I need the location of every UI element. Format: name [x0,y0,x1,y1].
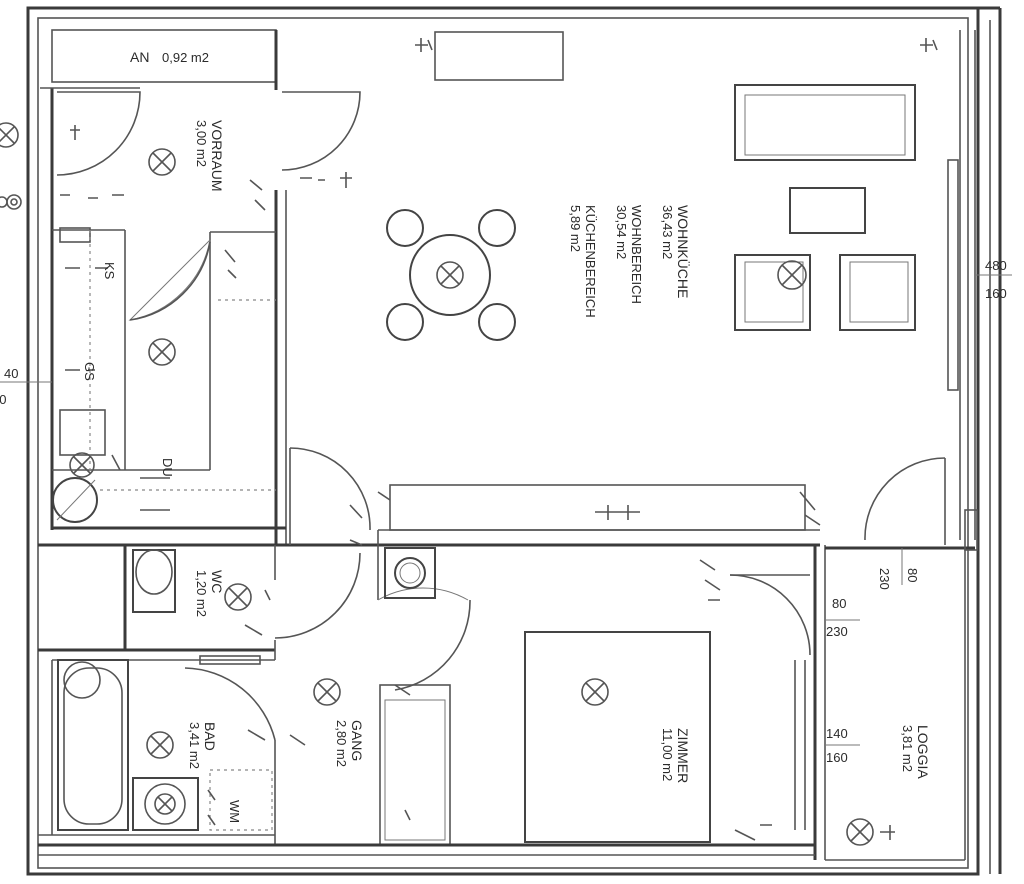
dim-zimmer-door-bottom: 230 [826,624,848,639]
ceiling-light-icon [777,260,807,290]
ceiling-light-icon [846,818,874,846]
room-bad-name: BAD [202,722,218,751]
dim-right-window-top: 480 [985,258,1007,273]
dim-left-window-top: 40 [4,366,18,381]
outdoor-light-icon [0,122,19,148]
dimension-labels: 480 160 40 60 230 80 80 230 140 160 [0,258,1012,765]
top-window [434,31,564,81]
ceiling-light-icon [436,261,464,289]
room-loggia-name: LOGGIA [915,725,931,779]
interior-walls [38,29,978,861]
ks-label: KS [102,262,117,280]
room-labels: AN 0,92 m2 VORRAUM 3,00 m2 WOHNKÜCHE 36,… [130,49,931,783]
room-gang-area: 2,80 m2 [334,720,349,767]
room-zimmer-area: 11,00 m2 [660,728,675,781]
outer-walls [26,6,1002,876]
doors [56,91,946,741]
room-an-area: 0,92 m2 [162,50,209,65]
room-wohnbereich-name: WOHNBEREICH [629,205,644,304]
room-wc-area: 1,20 m2 [194,570,209,617]
ceiling-light-icon [148,148,176,176]
switches-outlets [60,38,938,841]
room-wc-name: WC [209,570,225,593]
gs-label: GS [82,362,97,381]
room-wohnkueche-name: WOHNKÜCHE [675,205,692,298]
room-kuechenbereich-area: 5,89 m2 [568,205,583,252]
dim-right-window-bottom: 160 [985,286,1007,301]
dim-balcony-door-right: 80 [905,568,920,582]
room-loggia-area: 3,81 m2 [900,725,915,772]
dim-zimmer-door-top: 80 [832,596,846,611]
room-wohnkueche-area: 36,43 m2 [660,205,675,259]
ceiling-light-icon [154,793,176,815]
ceiling-light-icon [313,678,341,706]
ceiling-light-icon [146,731,174,759]
ceiling-light-icon [581,678,609,706]
dim-balcony-door-left: 230 [877,568,892,590]
doorbell-icon [0,194,22,210]
dim-zimmer-window-top: 140 [826,726,848,741]
furniture [52,84,959,843]
ceiling-light-icon [224,583,252,611]
dim-zimmer-window-bottom: 160 [826,750,848,765]
room-an-label: AN [130,49,149,65]
room-bad-area: 3,41 m2 [187,722,202,769]
ceiling-light-icon [148,338,176,366]
room-kuechenbereich-name: KÜCHENBEREICH [583,205,598,318]
ceiling-light-icon [69,452,95,478]
dim-left-window-bottom: 60 [0,392,6,407]
light-fixtures [0,122,874,846]
room-vorraum-name: VORRAUM [209,120,225,192]
room-vorraum-area: 3,00 m2 [194,120,209,167]
fixture-labels: WM GS KS DU [82,262,242,823]
du-label: DU [160,458,175,477]
room-wohnbereich-area: 30,54 m2 [614,205,629,259]
wm-label: WM [227,800,242,823]
room-zimmer-name: ZIMMER [675,728,691,783]
room-gang-name: GANG [349,720,365,761]
